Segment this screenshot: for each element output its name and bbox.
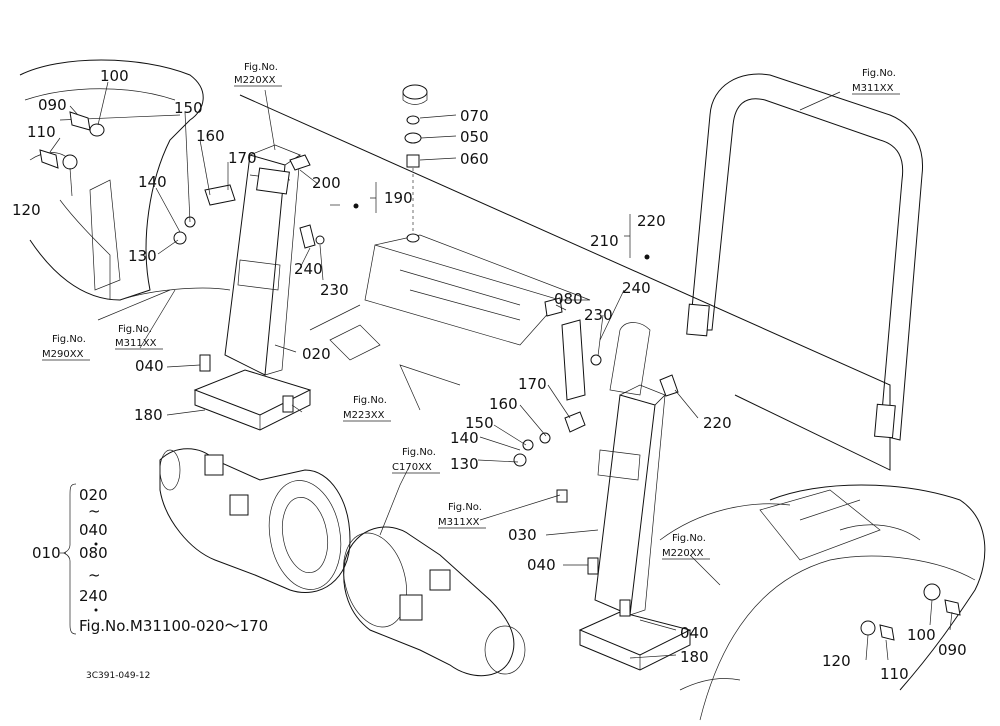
svg-text:C170XX: C170XX bbox=[392, 462, 432, 473]
part-label: 200 bbox=[312, 174, 341, 192]
svg-text:Fig.No.: Fig.No. bbox=[52, 334, 86, 345]
part-label: 050 bbox=[460, 128, 489, 146]
part-label: 150 bbox=[465, 414, 494, 432]
rops-frame bbox=[686, 73, 924, 441]
part-label: 130 bbox=[450, 455, 479, 473]
svg-text:Fig.No.: Fig.No. bbox=[672, 533, 706, 544]
part-label: 220 bbox=[703, 414, 732, 432]
part-label: 040 bbox=[135, 357, 164, 375]
part-label: 220 bbox=[637, 212, 666, 230]
part-label: 070 bbox=[460, 107, 489, 125]
left-post bbox=[193, 144, 312, 431]
group-legend: 020 ~ 040 010 080 ~ 240 Fig.No.M31100-02… bbox=[32, 483, 268, 635]
group-dot-210 bbox=[644, 254, 650, 260]
svg-text:M311XX: M311XX bbox=[115, 338, 157, 349]
fig-ref: Fig.No. M223XX bbox=[343, 395, 391, 422]
part-label: 230 bbox=[320, 281, 349, 299]
part-label: 160 bbox=[489, 395, 518, 413]
svg-text:Fig.No.: Fig.No. bbox=[862, 68, 896, 79]
svg-text:Fig.No.: Fig.No. bbox=[402, 447, 436, 458]
part-label: 240 bbox=[294, 260, 323, 278]
part-label: 140 bbox=[138, 173, 167, 191]
legend-start: 020 bbox=[79, 486, 108, 504]
right-bolts bbox=[513, 297, 961, 641]
canopy-plate bbox=[239, 94, 891, 471]
left-axle-housing bbox=[159, 448, 351, 594]
part-label: 170 bbox=[228, 149, 257, 167]
fig-ref: Fig.No. M311XX bbox=[438, 502, 486, 529]
part-label: 100 bbox=[907, 626, 936, 644]
part-label: 120 bbox=[822, 652, 851, 670]
part-label: 230 bbox=[584, 306, 613, 324]
part-label: 140 bbox=[450, 429, 479, 447]
svg-text:M223XX: M223XX bbox=[343, 410, 385, 421]
svg-text:M220XX: M220XX bbox=[662, 548, 704, 559]
svg-text:Fig.No.: Fig.No. bbox=[448, 502, 482, 513]
part-label: 090 bbox=[38, 96, 67, 114]
part-label: 080 bbox=[554, 290, 583, 308]
svg-text:M311XX: M311XX bbox=[438, 517, 480, 528]
part-label: 040 bbox=[527, 556, 556, 574]
group-dot-190 bbox=[353, 203, 359, 209]
left-bolts bbox=[39, 111, 325, 413]
svg-text:Fig.No.: Fig.No. bbox=[244, 62, 278, 73]
part-labels: 100 090 110 120 150 160 170 140 130 200 … bbox=[12, 67, 967, 683]
svg-text:M290XX: M290XX bbox=[42, 349, 84, 360]
right-fender bbox=[659, 484, 986, 721]
part-label: 210 bbox=[590, 232, 619, 250]
legend-end: 040 bbox=[79, 521, 108, 539]
svg-text:Fig.No.: Fig.No. bbox=[118, 324, 152, 335]
legend-start: 080 bbox=[79, 544, 108, 562]
legend-group: 010 bbox=[32, 544, 61, 562]
svg-text:M220XX: M220XX bbox=[234, 75, 276, 86]
leader-lines bbox=[49, 81, 953, 661]
right-axle-housing bbox=[343, 526, 526, 677]
fig-ref: Fig.No. M220XX bbox=[662, 533, 710, 560]
svg-text:M311XX: M311XX bbox=[852, 83, 894, 94]
part-label: 110 bbox=[880, 665, 909, 683]
part-label: 180 bbox=[134, 406, 163, 424]
part-label: 120 bbox=[12, 201, 41, 219]
legend-figure-ref: Fig.No.M31100-020～170 bbox=[79, 617, 268, 635]
part-label: 130 bbox=[128, 247, 157, 265]
part-label: 150 bbox=[174, 99, 203, 117]
right-post bbox=[578, 322, 692, 671]
part-label: 160 bbox=[196, 127, 225, 145]
part-label: 030 bbox=[508, 526, 537, 544]
part-label: 180 bbox=[680, 648, 709, 666]
part-label: 190 bbox=[384, 189, 413, 207]
drawing-code: 3C391-049-12 bbox=[86, 671, 150, 681]
part-label: 110 bbox=[27, 123, 56, 141]
figure-references: Fig.No. M220XX Fig.No. M311XX Fig.No. M2… bbox=[42, 62, 900, 560]
fig-ref: Fig.No. M311XX bbox=[852, 68, 900, 95]
part-label: 020 bbox=[302, 345, 331, 363]
cap-stack bbox=[402, 84, 428, 243]
legend-tilde: ~ bbox=[88, 566, 101, 584]
fig-ref: Fig.No. C170XX bbox=[392, 447, 440, 474]
part-label: 090 bbox=[938, 641, 967, 659]
legend-tilde: ~ bbox=[88, 502, 101, 520]
part-label: 060 bbox=[460, 150, 489, 168]
fig-ref: Fig.No. M290XX bbox=[42, 334, 90, 361]
part-label: 170 bbox=[518, 375, 547, 393]
part-label: 040 bbox=[680, 624, 709, 642]
fig-ref: Fig.No. M311XX bbox=[115, 324, 163, 350]
part-label: 240 bbox=[622, 279, 651, 297]
fig-ref: Fig.No. M220XX bbox=[234, 62, 282, 87]
part-label: 100 bbox=[100, 67, 129, 85]
legend-end: 240 bbox=[79, 587, 108, 605]
svg-text:Fig.No.: Fig.No. bbox=[353, 395, 387, 406]
